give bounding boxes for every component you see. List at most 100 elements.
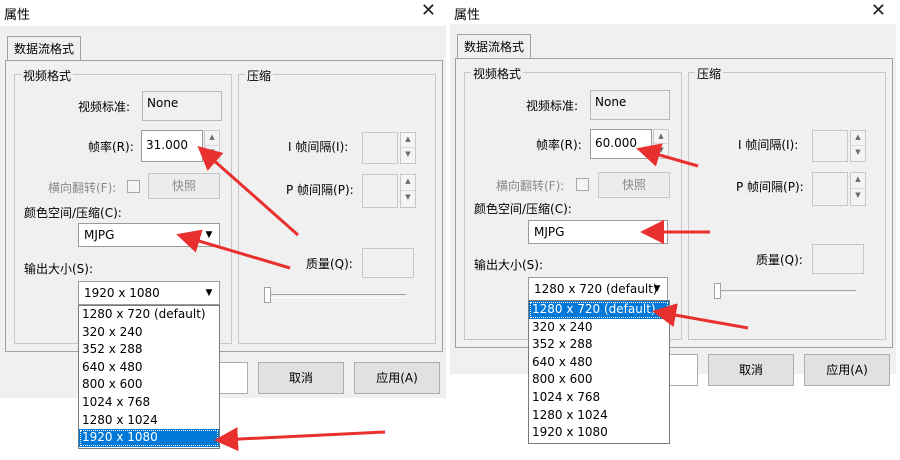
spin-up-icon[interactable]: ▲: [654, 130, 668, 144]
flip-label: 横向翻转(F):: [48, 181, 117, 195]
dropdown-option[interactable]: 1024 x 768: [532, 389, 601, 404]
compression-group-title: 压缩: [695, 65, 724, 82]
quality-slider-thumb[interactable]: [264, 287, 271, 303]
color-space-select[interactable]: MJPG ▼: [78, 223, 220, 247]
title-bar: 属性 ✕: [450, 0, 900, 26]
spin-down-icon[interactable]: ▼: [209, 148, 215, 156]
cancel-button[interactable]: 取消: [708, 354, 794, 386]
i-frame-input[interactable]: [362, 132, 398, 164]
title-bar: 属性 ✕: [0, 0, 450, 26]
spin-up-icon[interactable]: ▲: [851, 131, 865, 146]
i-frame-label: I 帧间隔(I):: [738, 138, 799, 152]
snapshot-button[interactable]: 快照: [148, 173, 220, 199]
output-size-label: 输出大小(S):: [474, 258, 544, 272]
compression-group: 压缩: [688, 65, 886, 340]
chevron-down-icon[interactable]: ▼: [205, 230, 213, 240]
frame-rate-label: 帧率(R):: [536, 138, 582, 152]
dialog-title: 属性: [454, 8, 481, 23]
compression-group-title: 压缩: [245, 67, 274, 84]
quality-input[interactable]: [362, 248, 414, 278]
color-space-label: 颜色空间/压缩(C):: [474, 202, 572, 216]
dropdown-option[interactable]: 640 x 480: [82, 359, 143, 374]
properties-dialog-left: 属性 ✕ 数据流格式 视频格式 视频标准: None 帧率(R): 31.000…: [0, 0, 450, 449]
snapshot-button[interactable]: 快照: [598, 172, 670, 198]
i-frame-input[interactable]: [812, 130, 848, 162]
p-frame-spin[interactable]: ▲▼: [400, 174, 416, 208]
video-standard-field: None: [590, 90, 670, 120]
i-frame-spin[interactable]: ▲▼: [400, 132, 416, 164]
frame-rate-input[interactable]: 60.000: [590, 129, 652, 159]
flip-checkbox[interactable]: [576, 178, 589, 191]
color-space-select[interactable]: MJPG: [528, 220, 668, 244]
dropdown-option[interactable]: 352 x 288: [532, 337, 593, 352]
dropdown-option[interactable]: 800 x 600: [82, 377, 143, 392]
dropdown-option[interactable]: 1280 x 720 (default): [529, 301, 669, 319]
dialog-body: 数据流格式 视频格式 视频标准: None 帧率(R): 31.000 ▲▼ 横…: [0, 26, 446, 398]
p-frame-label: P 帧间隔(P):: [736, 180, 804, 194]
tab-stream-format[interactable]: 数据流格式: [457, 34, 532, 58]
dropdown-option[interactable]: 640 x 480: [532, 354, 593, 369]
cancel-button[interactable]: 取消: [258, 362, 344, 394]
dropdown-option[interactable]: 1280 x 1024: [82, 412, 158, 427]
output-size-value: 1280 x 720 (default): [534, 282, 658, 296]
spin-down-icon[interactable]: ▼: [405, 193, 411, 201]
chevron-down-icon[interactable]: ▼: [653, 284, 661, 294]
output-size-select[interactable]: 1280 x 720 (default) ▼: [528, 277, 668, 301]
video-format-group-title: 视频格式: [21, 67, 74, 84]
chevron-down-icon[interactable]: ▼: [205, 288, 213, 298]
apply-button[interactable]: 应用(A): [804, 354, 890, 386]
close-icon[interactable]: ✕: [420, 0, 436, 21]
dropdown-option[interactable]: 352 x 288: [82, 342, 143, 357]
color-space-label: 颜色空间/压缩(C):: [24, 206, 122, 220]
frame-rate-label: 帧率(R):: [88, 140, 134, 154]
frame-rate-spin[interactable]: ▲▼: [653, 129, 669, 159]
output-size-value: 1920 x 1080: [84, 286, 160, 300]
spin-down-icon[interactable]: ▼: [405, 150, 411, 158]
spin-up-icon[interactable]: ▲: [205, 131, 219, 146]
spin-down-icon[interactable]: ▼: [855, 191, 861, 199]
dropdown-option[interactable]: 1280 x 1024: [532, 407, 608, 422]
color-space-value: MJPG: [534, 225, 565, 239]
spin-up-icon[interactable]: ▲: [401, 133, 415, 148]
frame-rate-input[interactable]: 31.000: [141, 130, 203, 162]
output-size-select[interactable]: 1920 x 1080 ▼: [78, 281, 220, 305]
apply-button[interactable]: 应用(A): [354, 362, 440, 394]
p-frame-input[interactable]: [362, 174, 398, 208]
quality-input[interactable]: [812, 244, 864, 274]
spin-down-icon[interactable]: ▼: [855, 148, 861, 156]
flip-checkbox[interactable]: [127, 180, 140, 193]
video-standard-field: None: [142, 91, 222, 121]
quality-slider-track[interactable]: [716, 290, 856, 294]
video-standard-label: 视频标准:: [526, 99, 579, 113]
p-frame-spin[interactable]: ▲▼: [850, 172, 866, 206]
quality-slider-track[interactable]: [266, 294, 406, 298]
dropdown-option[interactable]: 1920 x 1080: [79, 429, 219, 447]
quality-slider-thumb[interactable]: [714, 283, 721, 299]
p-frame-input[interactable]: [812, 172, 848, 206]
output-size-label: 输出大小(S):: [24, 262, 94, 276]
dropdown-option[interactable]: 1920 x 1080: [532, 425, 608, 440]
spin-up-icon[interactable]: ▲: [401, 175, 415, 191]
dropdown-option[interactable]: 1024 x 768: [82, 394, 151, 409]
video-format-group: 视频格式: [464, 65, 682, 340]
flip-label: 横向翻转(F):: [496, 179, 565, 193]
color-space-value: MJPG: [84, 228, 115, 242]
tab-stream-format[interactable]: 数据流格式: [7, 36, 82, 60]
frame-rate-spin[interactable]: ▲▼: [204, 130, 220, 162]
i-frame-spin[interactable]: ▲▼: [850, 130, 866, 162]
close-icon[interactable]: ✕: [870, 0, 886, 21]
output-size-dropdown-list[interactable]: 1280 x 720 (default)320 x 240 352 x 288 64…: [528, 300, 670, 444]
dropdown-option[interactable]: 800 x 600: [532, 372, 593, 387]
i-frame-label: I 帧间隔(I):: [288, 140, 349, 154]
dropdown-option[interactable]: 1280 x 720 (default): [82, 307, 206, 321]
p-frame-label: P 帧间隔(P):: [286, 183, 354, 197]
dialog-title: 属性: [4, 8, 31, 23]
spin-down-icon[interactable]: ▼: [658, 146, 664, 154]
dropdown-option[interactable]: 320 x 240: [82, 324, 143, 339]
compression-group: 压缩: [238, 67, 436, 344]
properties-dialog-right: 属性 ✕ 数据流格式 视频格式 视频标准: None 帧率(R): 60.000…: [450, 0, 900, 460]
dropdown-option[interactable]: 320 x 240: [532, 319, 593, 334]
output-size-dropdown-list[interactable]: 1280 x 720 (default) 320 x 240 352 x 288 64…: [78, 305, 220, 449]
spin-up-icon[interactable]: ▲: [851, 173, 865, 189]
video-standard-label: 视频标准:: [78, 100, 131, 114]
